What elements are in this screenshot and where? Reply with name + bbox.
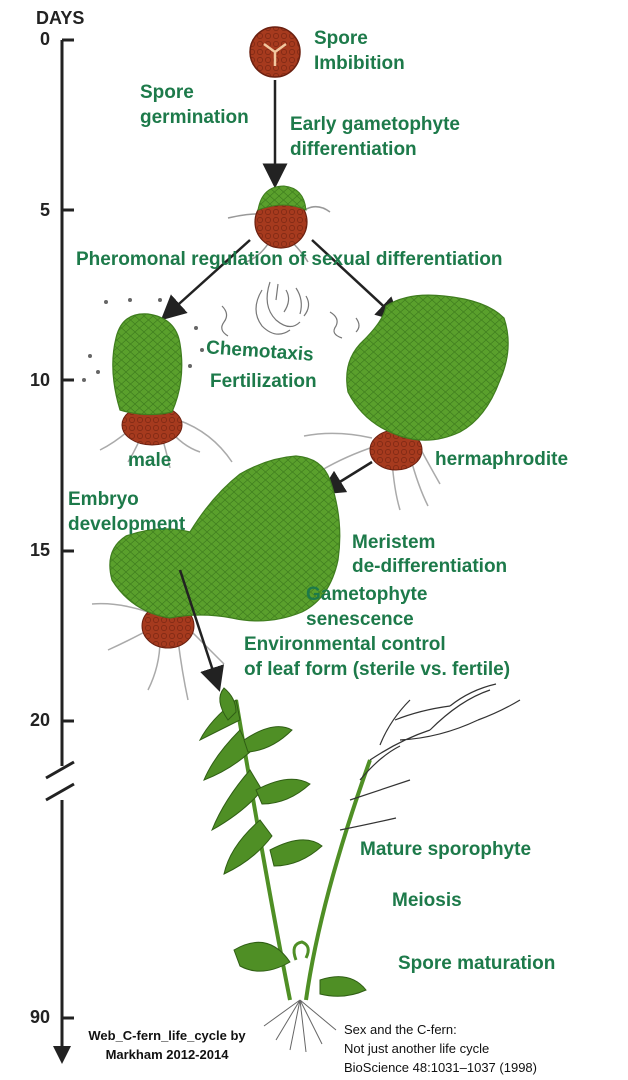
axis-title: DAYS xyxy=(36,8,85,28)
credit-citation-3: BioScience 48:1031–1037 (1998) xyxy=(344,1060,537,1075)
early-gametophyte-illustration xyxy=(227,185,331,263)
label-mature-sporophyte: Mature sporophyte xyxy=(360,839,532,860)
arrow-to-embryo xyxy=(319,460,373,495)
arrow-to-male xyxy=(160,239,251,321)
label-senescence-2: senescence xyxy=(306,609,414,630)
time-axis xyxy=(45,38,75,1050)
label-environmental-1: Environmental control xyxy=(244,634,446,655)
label-pheromonal-regulation: Pheromonal regulation of sexual differen… xyxy=(76,249,503,270)
label-fertilization: Fertilization xyxy=(210,371,317,392)
tick-label-5: 5 xyxy=(40,200,51,220)
tick-label-0: 0 xyxy=(40,29,51,49)
tick-label-90: 90 xyxy=(30,1007,51,1027)
sperm-illustration xyxy=(221,281,360,339)
sporophyte-illustration xyxy=(198,683,521,1053)
label-meristem-2: de-differentiation xyxy=(352,556,508,577)
tick-label-20: 20 xyxy=(30,710,51,730)
label-environmental-2: of leaf form (sterile vs. fertile) xyxy=(244,659,511,680)
credit-author-1: Web_C-fern_life_cycle by xyxy=(88,1028,246,1043)
credit-citation-2: Not just another life cycle xyxy=(344,1041,490,1056)
label-spore-imbibition-1: Spore xyxy=(314,28,368,49)
axis-arrowhead xyxy=(53,1046,71,1064)
label-early-gametophyte-1: Early gametophyte xyxy=(290,114,460,135)
arrow-to-hermaphrodite xyxy=(311,239,402,323)
spore-illustration xyxy=(249,26,301,78)
label-senescence-1: Gametophyte xyxy=(306,584,428,605)
label-meristem-1: Meristem xyxy=(352,532,436,553)
label-male: male xyxy=(128,450,172,471)
embryo-gametophyte-illustration xyxy=(91,455,341,701)
label-spore-maturation: Spore maturation xyxy=(398,953,556,974)
label-spore-imbibition-2: Imbibition xyxy=(314,53,405,74)
tick-label-10: 10 xyxy=(30,370,51,390)
arrow-to-sporophyte xyxy=(178,569,224,692)
label-spore-germination-2: germination xyxy=(140,107,249,128)
hermaphrodite-gametophyte-illustration xyxy=(303,294,509,511)
credit-citation-1: Sex and the C-fern: xyxy=(344,1022,457,1037)
label-embryo-2: development xyxy=(68,514,186,535)
label-early-gametophyte-2: differentiation xyxy=(290,139,417,160)
male-gametophyte-illustration xyxy=(82,298,233,469)
label-embryo-1: Embryo xyxy=(68,489,139,510)
label-meiosis: Meiosis xyxy=(392,890,462,911)
tick-label-15: 15 xyxy=(30,540,51,560)
credit-author-2: Markham 2012-2014 xyxy=(105,1047,229,1062)
label-spore-germination-1: Spore xyxy=(140,82,194,103)
label-hermaphrodite: hermaphrodite xyxy=(435,449,569,470)
